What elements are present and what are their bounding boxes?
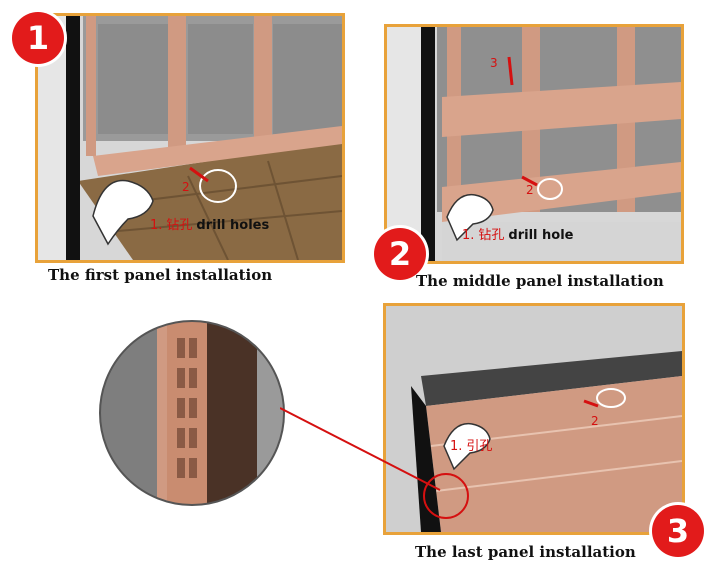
step-2-note-step: 1. xyxy=(462,228,475,243)
step-2-note-cn: 钻孔 xyxy=(478,228,505,243)
step-1-mark: 2 xyxy=(182,180,190,194)
step-3-note-cn: 引孔 xyxy=(466,439,493,454)
step-3-panel xyxy=(383,303,685,535)
step-2-note-en: drill hole xyxy=(508,228,574,243)
step-3-caption: The last panel installation xyxy=(415,543,636,561)
hand-icon xyxy=(92,179,154,246)
step-3-note-step: 1. xyxy=(450,439,463,454)
step-2-illustration xyxy=(387,27,681,261)
zoom-pointer xyxy=(280,407,441,491)
step-2-badge: 2 xyxy=(374,228,426,280)
step-1-caption: The first panel installation xyxy=(48,266,273,284)
step-1-illustration xyxy=(38,16,342,260)
zoom-detail xyxy=(97,318,287,508)
step-3-badge: 3 xyxy=(652,505,704,557)
step-2-panel xyxy=(384,24,684,264)
step-1-note-cn: 钻孔 xyxy=(166,218,193,233)
step-1-note-en: drill holes xyxy=(196,218,270,233)
step-1-note-step: 1. xyxy=(150,218,163,233)
step-3-illustration xyxy=(386,306,682,532)
step-2-mark-top: 3 xyxy=(490,56,498,70)
hand-icon xyxy=(446,193,494,242)
zoom-detail-illustration xyxy=(99,320,285,506)
step-2-caption: The middle panel installation xyxy=(416,272,664,290)
step-3-note: 1.引孔 xyxy=(450,435,496,454)
step-1-panel xyxy=(35,13,345,263)
hand-icon xyxy=(443,422,491,471)
step-3-mark: 2 xyxy=(591,414,599,428)
step-2-mark: 2 xyxy=(526,183,534,197)
step-1-badge: 1 xyxy=(12,12,64,64)
